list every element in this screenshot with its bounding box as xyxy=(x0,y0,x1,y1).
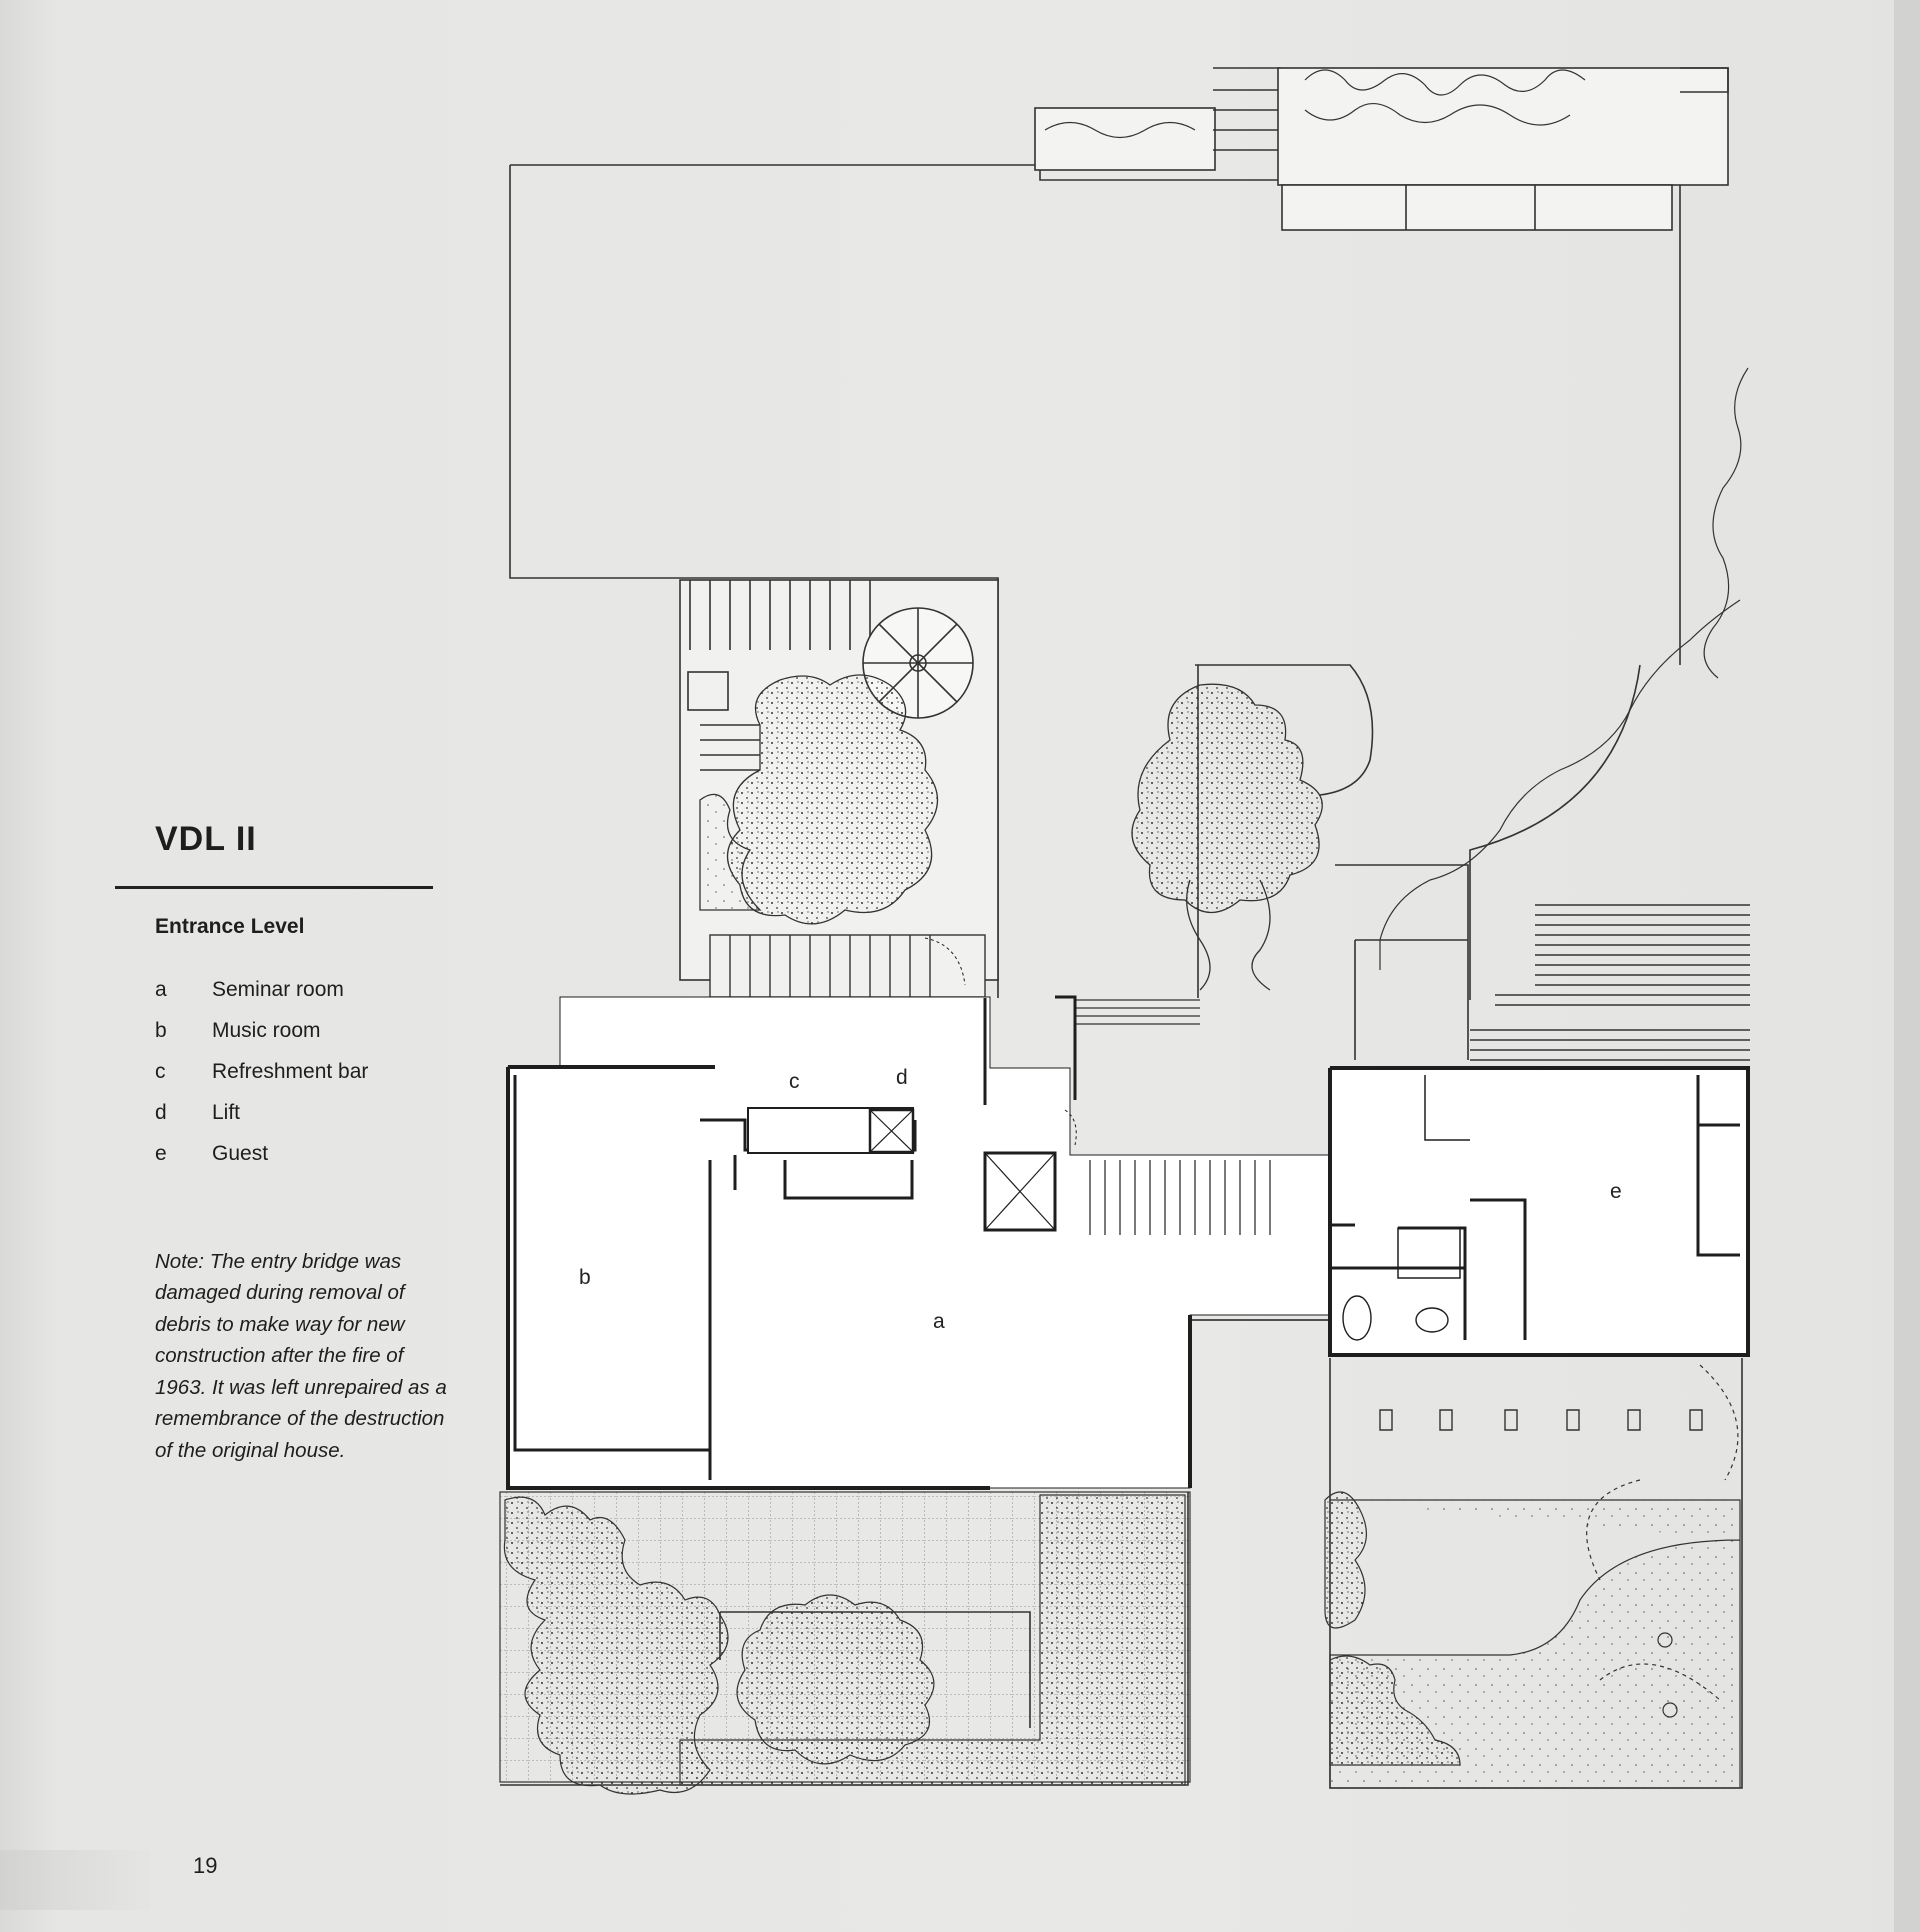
page-number: 19 xyxy=(193,1853,218,1878)
east-lawn xyxy=(1329,1499,1741,1789)
room-label-e: e xyxy=(1610,1180,1622,1203)
door-swing xyxy=(924,937,1077,1146)
interior-stairs xyxy=(1089,1160,1271,1235)
garden-edge xyxy=(500,1492,1189,1786)
note-text: Note: The entry bridge was damaged durin… xyxy=(155,1249,447,1462)
trees xyxy=(699,674,1323,991)
window-line xyxy=(1190,1319,1748,1356)
sidebar: VDL II Entrance Level a Seminar room b M… xyxy=(115,820,455,1462)
building-floor xyxy=(507,996,1749,1489)
legend-item: a Seminar room xyxy=(155,978,455,1019)
tree-trunk-line xyxy=(1186,879,1271,991)
legend-item: c Refreshment bar xyxy=(155,1060,455,1101)
garden-tree xyxy=(736,1594,935,1765)
legend-item: e Guest xyxy=(155,1142,455,1183)
hedge xyxy=(699,793,762,911)
legend-key: c xyxy=(155,1060,166,1083)
patio-steps xyxy=(689,580,871,650)
top-garden-line xyxy=(1680,67,1729,93)
tree-canopy xyxy=(1131,683,1323,913)
title-rule xyxy=(115,886,433,889)
east-arc xyxy=(1586,1364,1739,1701)
legend-label: Music room xyxy=(212,1019,321,1042)
walk-curve xyxy=(1195,664,1374,796)
exterior-walls xyxy=(506,1065,1750,1490)
legend-key: b xyxy=(155,1019,167,1042)
legend-label: Lift xyxy=(212,1101,241,1124)
guest-bath xyxy=(1330,1198,1527,1340)
south-garden xyxy=(499,1358,1743,1795)
right-court xyxy=(1335,864,1469,1060)
site-plan xyxy=(509,67,1750,1061)
stair-core xyxy=(983,1151,1057,1232)
room-label-c: c xyxy=(789,1070,800,1093)
room-labels: a b c d e xyxy=(579,1066,1622,1333)
legend-item: b Music room xyxy=(155,1019,455,1060)
east-pavers xyxy=(1379,1409,1703,1431)
plan-subtitle: Entrance Level xyxy=(155,915,305,938)
patio-steps-lower xyxy=(700,724,760,771)
east-hedge xyxy=(1329,1655,1461,1766)
side-steps xyxy=(1470,904,1750,1061)
guest-closet xyxy=(1696,1075,1740,1257)
shower xyxy=(1397,1227,1461,1279)
legend-key: d xyxy=(155,1101,167,1124)
property-edge xyxy=(1379,367,1749,970)
room-label-d: d xyxy=(896,1066,908,1089)
legend-label: Seminar room xyxy=(212,978,344,1001)
room-legend: a Seminar room b Music room c Refreshmen… xyxy=(155,978,455,1183)
tub xyxy=(1342,1295,1372,1341)
top-planter xyxy=(1034,107,1216,171)
entry-bridge xyxy=(1075,999,1200,1025)
tree-canopy xyxy=(727,674,938,925)
legend-label: Guest xyxy=(212,1142,269,1165)
east-boundary xyxy=(1329,1358,1743,1789)
room-label-b: b xyxy=(579,1266,591,1289)
main-building xyxy=(506,937,1750,1490)
legend-item: d Lift xyxy=(155,1101,455,1142)
drive-curve xyxy=(1469,664,1641,1000)
fountain xyxy=(1657,1632,1673,1648)
top-garden xyxy=(1277,67,1729,186)
room-label-a: a xyxy=(933,1310,945,1333)
legend-key: a xyxy=(155,978,167,1001)
east-rocks xyxy=(1324,1491,1367,1629)
scan-artifact xyxy=(0,1850,150,1910)
page-edge xyxy=(1894,0,1920,1932)
legend-label: Refreshment bar xyxy=(212,1060,369,1083)
pool-outline xyxy=(719,1611,1031,1728)
top-steps xyxy=(1213,67,1281,180)
bar-counter xyxy=(747,1107,914,1154)
page-title: VDL II xyxy=(155,820,257,858)
toilet xyxy=(1415,1307,1449,1333)
entry-stairs xyxy=(709,934,986,998)
top-bed xyxy=(1281,184,1673,231)
top-hedge xyxy=(1304,69,1586,126)
legend-key: e xyxy=(155,1142,167,1165)
lift-shaft xyxy=(868,1108,915,1154)
